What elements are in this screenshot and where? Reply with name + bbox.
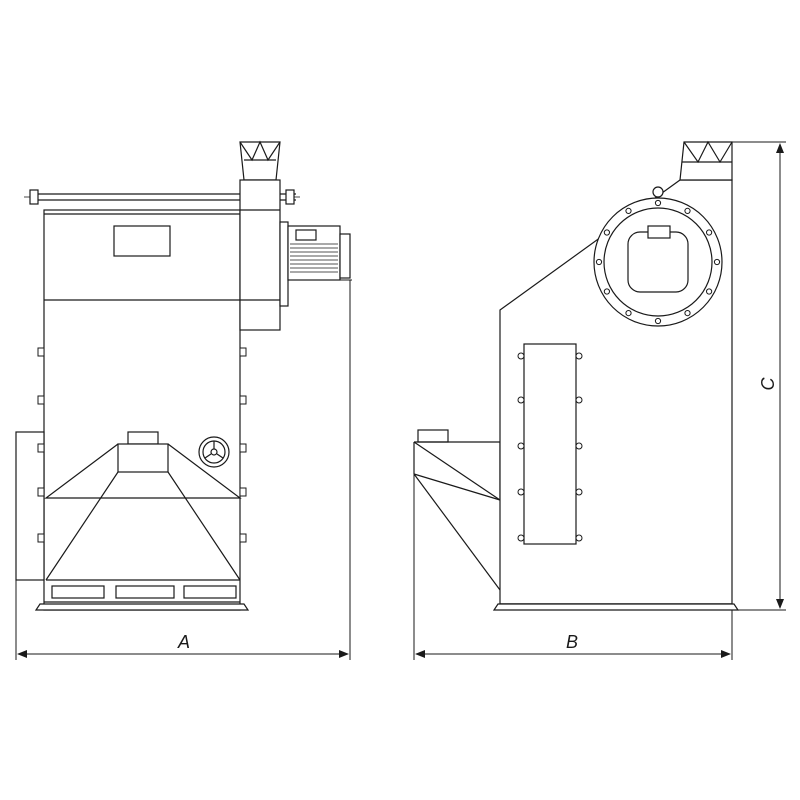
flange-bolt bbox=[654, 199, 662, 207]
flange-bolt bbox=[684, 207, 691, 214]
front-label-plate bbox=[113, 225, 171, 257]
flange-bolt bbox=[625, 207, 632, 214]
front-cabinet bbox=[43, 209, 241, 611]
front-fan-housing bbox=[239, 140, 289, 331]
flange-bolts bbox=[595, 199, 721, 325]
motor bbox=[287, 225, 351, 281]
side-inlet bbox=[413, 429, 501, 591]
inspection-door bbox=[517, 343, 583, 545]
flange-bolt bbox=[713, 258, 721, 266]
flange-bolt bbox=[603, 288, 611, 295]
side-outlet bbox=[652, 140, 733, 198]
flange-bolt bbox=[706, 288, 713, 295]
side-base bbox=[492, 603, 740, 611]
flange-bolt bbox=[603, 229, 611, 236]
front-view bbox=[15, 140, 351, 611]
side-view bbox=[413, 140, 740, 611]
front-hopper bbox=[44, 431, 242, 581]
flange-bolt bbox=[654, 317, 662, 325]
dimension-c-label: C bbox=[758, 377, 778, 391]
flange-bolt bbox=[595, 258, 603, 266]
dimension-b-label: B bbox=[566, 632, 578, 652]
flange-bolt bbox=[684, 310, 691, 317]
dimension-c: C bbox=[732, 141, 786, 611]
side-fan-flange bbox=[593, 197, 723, 327]
dimension-b: B bbox=[413, 474, 733, 660]
front-base bbox=[34, 585, 250, 611]
dimension-a: A bbox=[15, 279, 352, 660]
handwheel-icon bbox=[198, 436, 230, 468]
flange-bolt bbox=[706, 229, 713, 236]
dimension-a-label: A bbox=[177, 632, 190, 652]
flange-bolt bbox=[625, 310, 632, 317]
side-box bbox=[15, 431, 45, 581]
front-side-bolts bbox=[37, 347, 247, 543]
door-bolts bbox=[517, 352, 583, 542]
